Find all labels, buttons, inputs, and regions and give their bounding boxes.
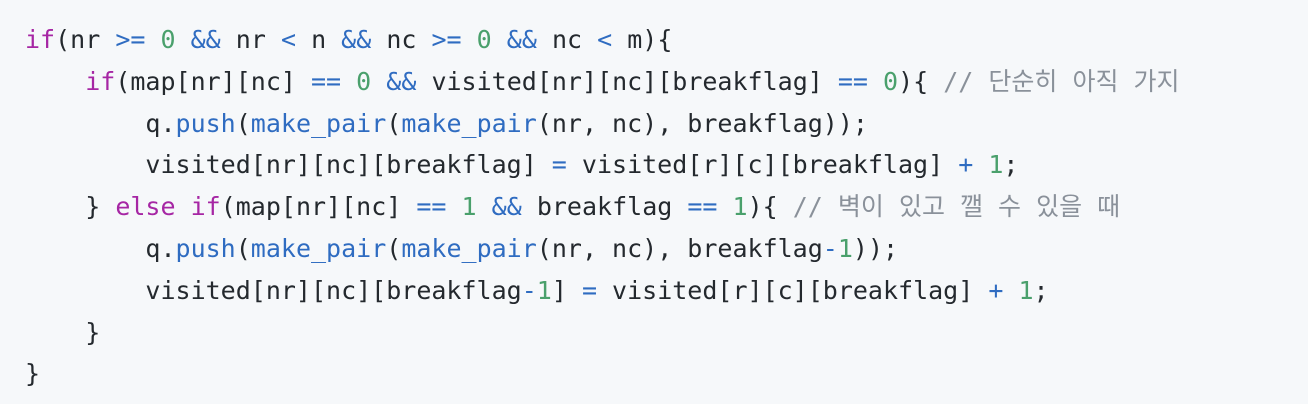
code-text: breakflag <box>521 192 688 222</box>
code-text <box>462 25 477 54</box>
code-text <box>341 67 356 96</box>
operator-token: >= <box>431 25 462 54</box>
code-text: nc <box>371 25 432 54</box>
code-text: m){ <box>612 25 673 54</box>
operator-token: < <box>280 25 297 54</box>
code-text <box>868 67 883 96</box>
code-text: q. <box>25 233 176 263</box>
code-line: } <box>25 353 1308 395</box>
operator-token: == <box>837 66 868 96</box>
code-text: )); <box>852 233 899 263</box>
keyword-token: else <box>115 192 176 222</box>
code-text: ( <box>235 233 251 263</box>
code-line: } else if(map[nr][nc] == 1 && breakflag … <box>25 186 1308 228</box>
code-text: ( <box>386 108 402 138</box>
keyword-token: if <box>190 192 221 222</box>
code-text: q. <box>25 108 176 138</box>
number-token: 0 <box>160 25 176 54</box>
operator-token: && <box>190 25 221 54</box>
operator-token: - <box>822 233 838 263</box>
code-text <box>371 67 386 96</box>
code-text <box>145 25 160 54</box>
code-text: ; <box>1033 275 1049 305</box>
code-line: if(nr >= 0 && nr < n && nc >= 0 && nc < … <box>25 19 1308 61</box>
number-token: 0 <box>476 25 492 54</box>
code-line: visited[nr][nc][breakflag] = visited[r][… <box>25 144 1308 186</box>
code-text: ] <box>551 275 582 305</box>
code-text: (map[nr][nc] <box>115 66 311 96</box>
function-token: push <box>175 108 236 138</box>
operator-token: && <box>491 192 522 222</box>
code-text: visited[nr][nc][breakflag] <box>416 66 838 96</box>
code-line: visited[nr][nc][breakflag-1] = visited[r… <box>25 270 1308 312</box>
code-text: } <box>25 359 41 389</box>
code-text <box>477 192 492 221</box>
code-text: nc <box>536 25 598 54</box>
code-text <box>176 192 191 221</box>
code-text <box>176 25 191 54</box>
operator-token: && <box>341 25 372 54</box>
function-token: make_pair <box>250 108 387 138</box>
code-text <box>717 192 732 221</box>
code-line: q.push(make_pair(make_pair(nr, nc), brea… <box>25 103 1308 145</box>
number-token: 0 <box>356 66 372 96</box>
code-text: (map[nr][nc] <box>220 192 417 222</box>
code-text: ( <box>235 108 251 138</box>
keyword-token: if <box>25 25 56 54</box>
code-text: n <box>296 25 342 54</box>
code-line: q.push(make_pair(make_pair(nr, nc), brea… <box>25 228 1308 270</box>
code-text: } <box>25 192 116 222</box>
operator-token: == <box>687 192 718 222</box>
code-text <box>446 192 461 221</box>
operator-token: && <box>506 25 537 54</box>
code-line: } <box>25 312 1308 354</box>
operator-token: == <box>416 192 447 222</box>
number-token: 1 <box>732 192 748 222</box>
code-text: (nr, nc), breakflag)); <box>536 108 868 138</box>
code-text <box>25 67 85 96</box>
code-text <box>492 25 507 54</box>
code-text: visited[r][c][breakflag] <box>566 150 959 180</box>
code-line: if(map[nr][nc] == 0 && visited[nr][nc][b… <box>25 61 1308 103</box>
code-text: ){ <box>898 66 944 96</box>
function-token: push <box>175 233 236 263</box>
function-token: make_pair <box>250 233 387 263</box>
operator-token: = <box>551 150 567 180</box>
operator-token: && <box>386 66 417 96</box>
operator-token: == <box>311 66 342 96</box>
comment-token: // 벽이 있고 깰 수 있을 때 <box>792 192 1121 222</box>
code-text: ; <box>1003 150 1019 180</box>
keyword-token: if <box>85 66 116 96</box>
code-text: (nr <box>55 25 116 54</box>
code-text <box>973 150 988 179</box>
code-text: visited[r][c][breakflag] <box>597 275 989 305</box>
code-text: ){ <box>747 192 793 222</box>
number-token: 1 <box>1018 275 1034 305</box>
code-text: } <box>25 317 101 347</box>
number-token: 1 <box>536 275 552 305</box>
code-text: ( <box>386 233 402 263</box>
comment-token: // 단순히 아직 가지 <box>943 66 1180 96</box>
function-token: make_pair <box>401 233 537 263</box>
operator-token: >= <box>115 25 146 54</box>
function-token: make_pair <box>401 108 537 138</box>
code-text: nr <box>220 25 281 54</box>
code-text <box>1003 276 1018 305</box>
operator-token: < <box>597 25 613 54</box>
operator-token: + <box>958 150 974 180</box>
number-token: 1 <box>988 150 1004 180</box>
number-token: 0 <box>883 66 899 96</box>
number-token: 1 <box>461 192 477 222</box>
operator-token: - <box>521 275 537 305</box>
code-text: (nr, nc), breakflag <box>536 233 823 263</box>
operator-token: + <box>988 275 1004 305</box>
operator-token: = <box>581 275 597 305</box>
code-text: visited[nr][nc][breakflag] <box>25 150 552 180</box>
code-text: visited[nr][nc][breakflag <box>25 275 522 305</box>
number-token: 1 <box>837 233 853 263</box>
